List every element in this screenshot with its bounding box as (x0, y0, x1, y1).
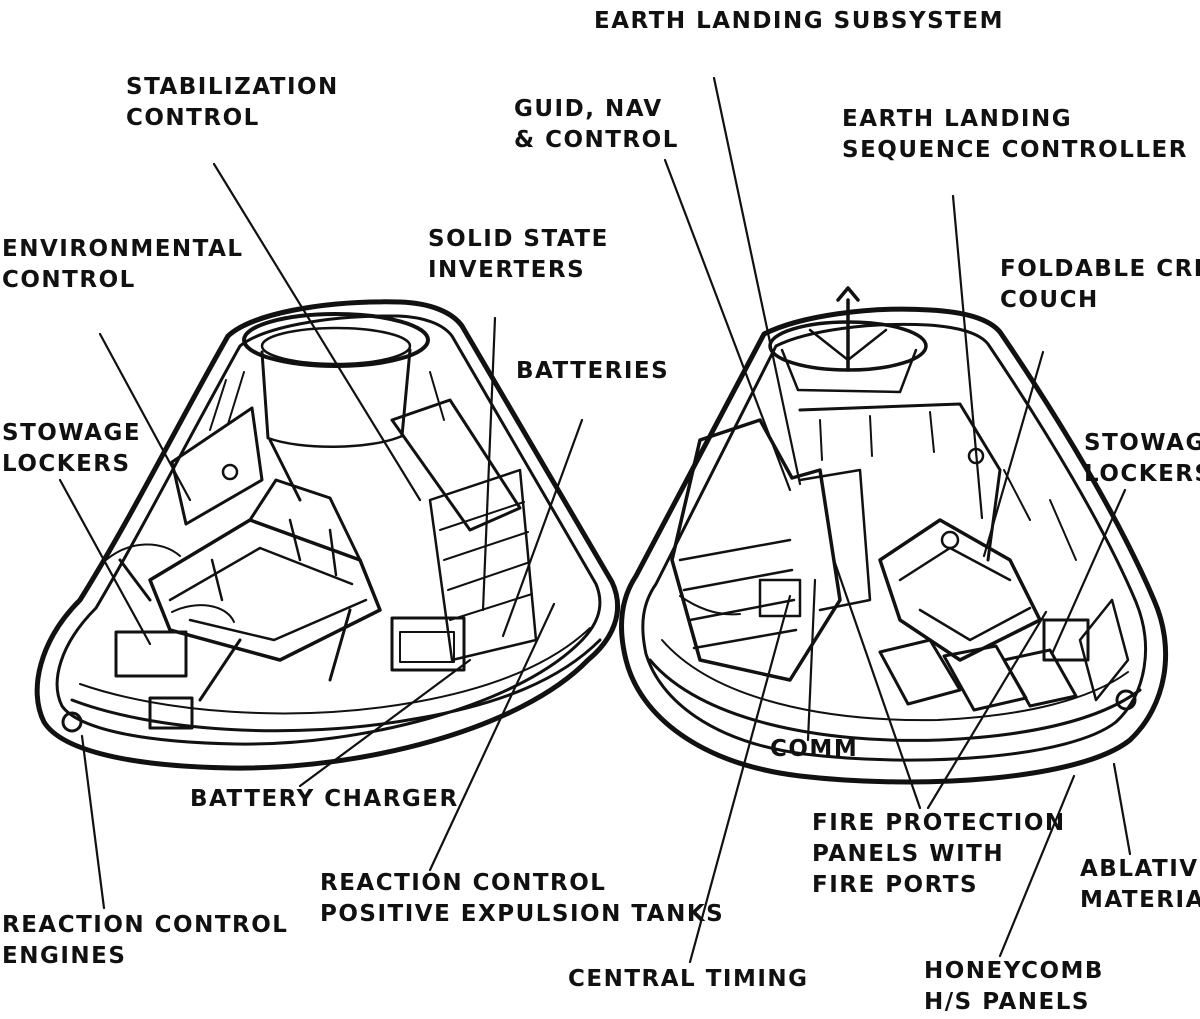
right-capsule-inner-shell (641, 322, 1147, 762)
leader-ablative-material (1112, 762, 1132, 856)
label-reaction-control-tanks: REACTION CONTROL POSITIVE EXPULSION TANK… (320, 870, 725, 927)
leader-reaction-control-tanks (428, 602, 556, 872)
label-reaction-control-engines: REACTION CONTROL ENGINES (2, 912, 289, 969)
leader-battery-charger (298, 658, 472, 788)
label-earth-landing-sequence-controller: EARTH LANDING SEQUENCE CONTROLLER (842, 106, 1188, 163)
left-capsule-outer-shell (34, 299, 621, 771)
label-battery-charger: BATTERY CHARGER (190, 786, 459, 812)
label-foldable-crew-couch: FOLDABLE CREW COUCH (1000, 256, 1200, 313)
leader-earth-landing-subsystem (712, 76, 802, 486)
leader-honeycomb-hs-panels (998, 774, 1076, 958)
leader-solid-state-inverters (481, 316, 497, 612)
label-stabilization-control: STABILIZATION CONTROL (126, 74, 339, 131)
label-environmental-control: ENVIRONMENTAL CONTROL (2, 236, 244, 293)
right-main-display-console (670, 418, 842, 682)
label-honeycomb-hs-panels: HONEYCOMB H/S PANELS (924, 958, 1104, 1015)
left-stowage-locker (114, 630, 188, 678)
right-capsule-base-band (648, 658, 1142, 742)
label-ablative-material: ABLATIVE MATERIAL (1080, 856, 1200, 913)
label-batteries: BATTERIES (516, 358, 670, 384)
right-crew-couch (878, 518, 1042, 662)
leader-lines (58, 76, 1132, 964)
right-fire-protection-panel (878, 638, 962, 706)
right-capsule-docking-probe (836, 286, 860, 372)
leader-comm (806, 578, 817, 742)
label-guid-nav-control: GUID, NAV & CONTROL (514, 96, 679, 153)
leader-stowage-lockers-right (1050, 488, 1127, 656)
leader-batteries (501, 418, 584, 638)
left-capsule-tunnel (242, 312, 430, 368)
left-capsule-inner-shell (55, 314, 602, 746)
leader-stabilization-control (212, 162, 422, 502)
label-earth-landing-subsystem: EARTH LANDING SUBSYSTEM (594, 8, 1004, 34)
label-solid-state-inverters: SOLID STATE INVERTERS (428, 226, 609, 283)
leader-reaction-control-engines (80, 734, 106, 910)
label-central-timing: CENTRAL TIMING (568, 966, 809, 992)
leader-fire-protection-b (926, 610, 1048, 810)
right-capsule-cutaway (618, 286, 1169, 785)
label-stowage-lockers-right: STOWAGE LOCKERS (1084, 430, 1200, 487)
leader-stowage-lockers-left (58, 478, 152, 646)
leader-guid-nav-control (663, 158, 792, 492)
leader-central-timing (688, 594, 792, 964)
label-comm: COMM (770, 736, 859, 762)
leader-earth-landing-sequence-controller (951, 194, 984, 520)
label-fire-protection-panels: FIRE PROTECTION PANELS WITH FIRE PORTS (812, 810, 1066, 898)
leader-fire-protection-a (832, 558, 922, 810)
right-capsule-outer-shell (618, 306, 1169, 785)
leader-environmental-control (98, 332, 192, 502)
leader-foldable-crew-couch (982, 350, 1045, 558)
label-stowage-lockers-left: STOWAGE LOCKERS (2, 420, 142, 477)
